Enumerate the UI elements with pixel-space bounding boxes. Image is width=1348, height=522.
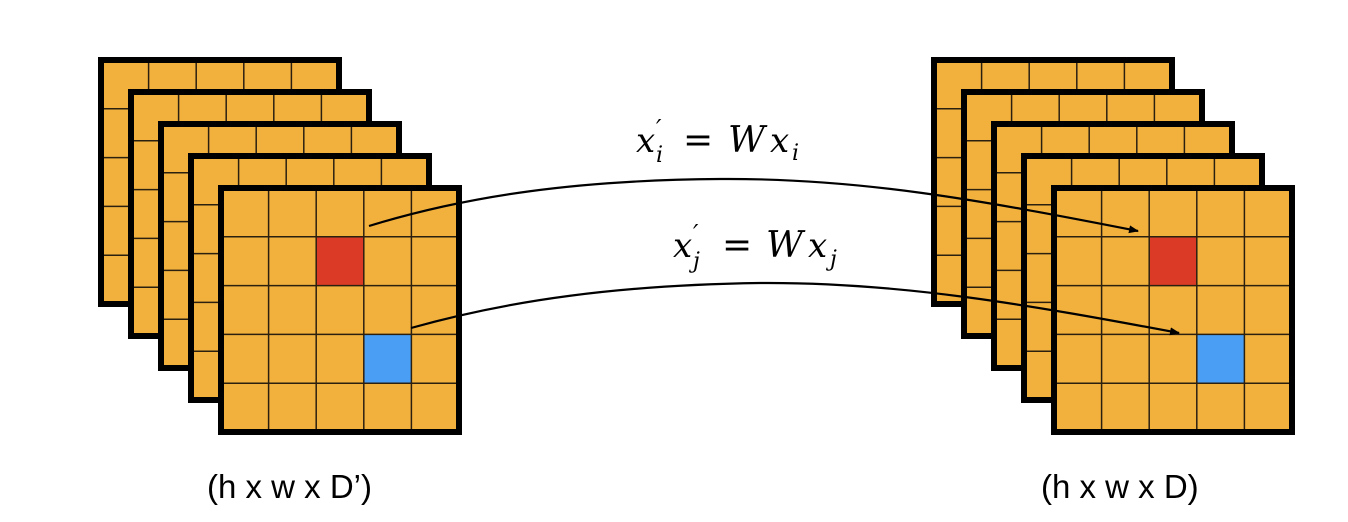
eq-i-w: W bbox=[728, 120, 768, 161]
eq-j-prime: ′ bbox=[693, 220, 699, 248]
eq-i-lhs: x bbox=[636, 121, 655, 161]
left-stack-dimension-label: (h x w x D’) bbox=[207, 468, 372, 505]
right-sheet bbox=[1051, 185, 1295, 435]
right-stack-dimension-label: (h x w x D) bbox=[1041, 468, 1199, 505]
arrows bbox=[368, 177, 1180, 336]
sheet-background bbox=[221, 188, 459, 432]
eq-i-prime: ′ bbox=[656, 115, 662, 143]
eq-j-w: W bbox=[766, 225, 806, 266]
eq-j-x: x bbox=[808, 226, 827, 266]
sheet-border bbox=[218, 185, 462, 435]
highlight-cell-x-i bbox=[316, 236, 364, 286]
highlight-cell-x-j bbox=[363, 334, 412, 384]
arrow-x-i bbox=[368, 177, 1139, 234]
eq-i-x: x bbox=[770, 121, 789, 161]
eq-i-lhs-sub: i bbox=[656, 143, 663, 168]
left-feature-stack bbox=[98, 57, 462, 435]
highlight-cell-x-j-prime bbox=[1196, 334, 1245, 384]
right-feature-stack bbox=[931, 57, 1295, 435]
equation-i: x ′ i = W x i bbox=[636, 115, 799, 168]
sheet-background bbox=[1054, 188, 1292, 432]
equation-j: x ′ j = W x j bbox=[673, 220, 837, 274]
left-sheet bbox=[218, 185, 462, 435]
eq-i-equals: = bbox=[683, 120, 713, 161]
eq-j-lhs: x bbox=[673, 226, 692, 266]
eq-j-equals: = bbox=[722, 225, 752, 266]
arrow-x-j bbox=[410, 281, 1180, 336]
highlight-cell-x-i-prime bbox=[1149, 236, 1197, 286]
eq-i-rhs-sub: i bbox=[792, 141, 799, 166]
